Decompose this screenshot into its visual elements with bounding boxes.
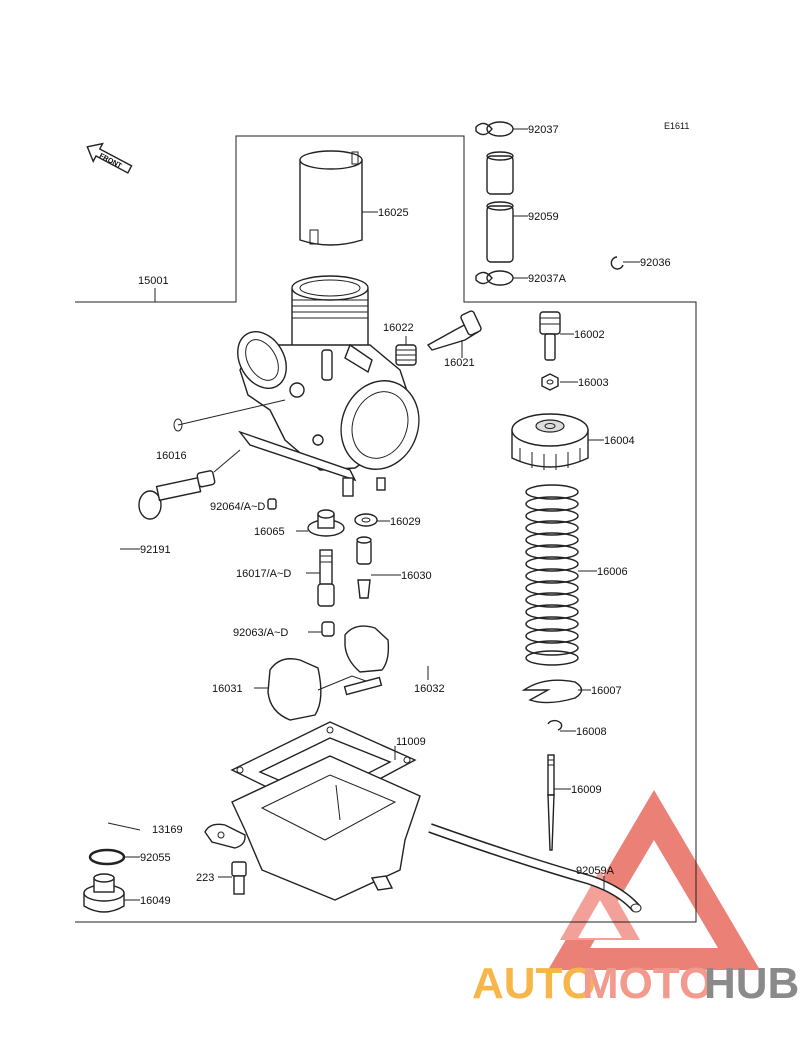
assembly-boundary-line	[75, 135, 697, 923]
label-16004: 16004	[604, 435, 635, 447]
label-16016: 16016	[156, 450, 187, 462]
watermark-hub: HUB	[704, 959, 799, 1008]
label-92037A: 92037A	[528, 273, 567, 285]
part-16030-jets	[356, 536, 372, 599]
label-92059: 92059	[528, 211, 559, 223]
label-92036: 92036	[640, 257, 671, 269]
part-tube-short	[486, 151, 514, 195]
label-92059A: 92059A	[576, 865, 615, 877]
part-223-bolt	[231, 861, 247, 895]
label-11009: 11009	[396, 736, 426, 748]
label-16030: 16030	[401, 570, 432, 582]
part-16004-top-cap	[511, 413, 589, 470]
part-92037A-clip	[475, 270, 514, 286]
label-92037: 92037	[528, 124, 559, 136]
part-92037-clip	[475, 121, 514, 137]
label-15001: 15001	[138, 275, 169, 287]
label-92064: 92064/A~D	[210, 501, 265, 513]
label-16007: 16007	[591, 685, 622, 697]
label-16022: 16022	[383, 322, 414, 334]
label-16017: 16017/A~D	[236, 568, 291, 580]
part-16025-throttle-slide	[299, 150, 363, 246]
part-16031-float	[267, 625, 390, 721]
part-92059A-hose	[428, 823, 642, 913]
part-16008-clip	[547, 719, 563, 731]
label-16009: 16009	[571, 784, 602, 796]
label-16008: 16008	[576, 726, 607, 738]
part-16016-hose	[108, 418, 183, 590]
part-16065-needle-jet-holder	[307, 509, 345, 537]
part-92055-o-ring	[88, 848, 126, 866]
diagram-code: E1611	[664, 121, 689, 131]
label-16003: 16003	[578, 377, 609, 389]
watermark-auto: AUTO	[472, 959, 596, 1008]
front-direction-arrow: FRONT	[86, 142, 133, 174]
part-16006-spring	[525, 484, 579, 666]
part-16007-plate	[521, 679, 583, 704]
part-92063-jet	[321, 621, 335, 637]
label-223: 223	[196, 872, 214, 884]
label-92063: 92063/A~D	[233, 627, 288, 639]
label-16006: 16006	[597, 566, 628, 578]
label-16025: 16025	[378, 207, 409, 219]
watermark-text: AUTO MOTO HUB	[472, 959, 799, 1008]
part-16003-nut	[541, 373, 559, 391]
label-13169: 13169	[152, 824, 183, 836]
part-idle-adjust-screw	[138, 470, 216, 520]
label-16029: 16029	[390, 516, 421, 528]
label-16031: 16031	[212, 683, 243, 695]
part-16009-jet-needle	[547, 754, 555, 851]
part-float-bowl	[204, 755, 421, 901]
label-16002: 16002	[574, 329, 605, 341]
label-16021: 16021	[444, 357, 475, 369]
part-16017-needle-jet	[317, 549, 335, 607]
part-92064-jet	[267, 498, 277, 510]
part-92059-tube	[486, 201, 514, 263]
part-16022-spring	[395, 344, 417, 366]
part-16049-plug	[83, 873, 125, 913]
part-92036-clip	[610, 256, 624, 270]
part-16032-float-pin	[409, 654, 443, 674]
part-16021-air-screw	[426, 310, 482, 351]
label-92055: 92055	[140, 852, 171, 864]
label-16032: 16032	[414, 683, 445, 695]
label-92191: 92191	[140, 544, 171, 556]
label-16049: 16049	[140, 895, 171, 907]
part-16029-washer	[354, 513, 378, 527]
label-16065: 16065	[254, 526, 285, 538]
part-15001-carburetor-body	[237, 275, 420, 497]
part-16002-holder	[539, 311, 561, 361]
watermark-moto: MOTO	[582, 959, 713, 1008]
